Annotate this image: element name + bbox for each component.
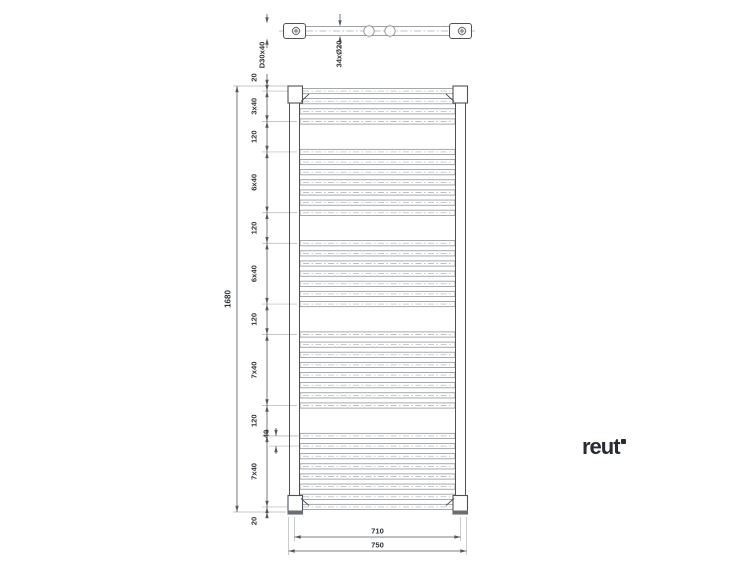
- dimension-arrow: [265, 399, 269, 406]
- dimension-arrow: [265, 237, 269, 244]
- top-view: [279, 23, 476, 39]
- dimension-label: 20: [250, 517, 259, 525]
- dimension-label: 120: [250, 313, 259, 326]
- registered-mark-icon: [620, 439, 626, 444]
- dimension-arrow: [265, 17, 269, 24]
- dimension-arrow: [265, 91, 269, 98]
- dimension-label: 6x40: [250, 265, 259, 282]
- dimension-arrow: [265, 435, 269, 443]
- top-cap: [452, 85, 469, 104]
- dimension-arrow: [265, 38, 269, 45]
- dimension-label: 750: [371, 541, 384, 550]
- connection-port: [384, 25, 396, 37]
- dimension-arrow: [265, 151, 269, 159]
- dimension-arrow: [265, 206, 269, 213]
- dimension-label: 20: [250, 73, 259, 81]
- dimension-arrow: [235, 505, 239, 512]
- dimension-arrow: [265, 243, 269, 250]
- dimension-label: 120: [250, 222, 259, 235]
- dimension-arrow: [265, 84, 269, 92]
- dimension-label: 34xØ20: [335, 40, 344, 67]
- dimension-label: 120: [250, 130, 259, 143]
- dimension-labels: 20 3x40 120 6x40 120 6x40 120 7x40 120 7x40 20 1680…: [224, 40, 384, 549]
- dimension-lines: [235, 14, 467, 553]
- dimension-arrow: [265, 512, 269, 519]
- dimension-arrow: [265, 115, 269, 122]
- top-cap: [287, 85, 304, 104]
- front-view: [287, 85, 469, 515]
- dimension-arrow: [454, 535, 461, 539]
- dimension-arrow: [265, 429, 269, 436]
- dimension-arrow: [265, 121, 269, 128]
- dimension-label: 40: [262, 430, 271, 438]
- dimension-arrow: [288, 549, 295, 553]
- dimension-arrow: [460, 549, 467, 553]
- dimension-label: 6x40: [250, 174, 259, 191]
- dimension-arrow: [265, 500, 269, 507]
- bottom-foot-base: [452, 510, 468, 515]
- brand-logo: reut: [582, 434, 626, 459]
- dimension-label: 3x40: [250, 98, 259, 115]
- dimension-arrow: [265, 328, 269, 335]
- dimension-label: 7x40: [250, 362, 259, 379]
- dimension-arrow: [265, 304, 269, 311]
- connection-port: [363, 25, 375, 37]
- dimension-arrow: [265, 334, 269, 341]
- dimension-arrow: [265, 212, 269, 219]
- dimension-arrow: [274, 429, 278, 436]
- dimension-arrow: [265, 297, 269, 305]
- dimension-label: D30x40: [258, 42, 267, 69]
- dimension-arrow: [265, 145, 269, 152]
- dimension-label: 710: [371, 527, 384, 536]
- brand-logo-text: reut: [582, 434, 621, 459]
- bottom-foot-base: [287, 510, 303, 515]
- dimension-arrow: [265, 405, 269, 412]
- dimension-arrow: [235, 86, 239, 93]
- dimension-label: 120: [250, 414, 259, 427]
- dimension-arrow: [274, 446, 278, 453]
- dimension-arrow: [265, 79, 269, 86]
- dimension-arrow: [338, 20, 342, 27]
- dimension-arrow: [265, 506, 269, 514]
- dimension-arrow: [338, 35, 342, 42]
- dimension-arrow: [294, 535, 301, 539]
- extension-lines: [233, 85, 467, 555]
- dimension-label: 1680: [224, 290, 233, 308]
- dimension-label: 7x40: [250, 463, 259, 480]
